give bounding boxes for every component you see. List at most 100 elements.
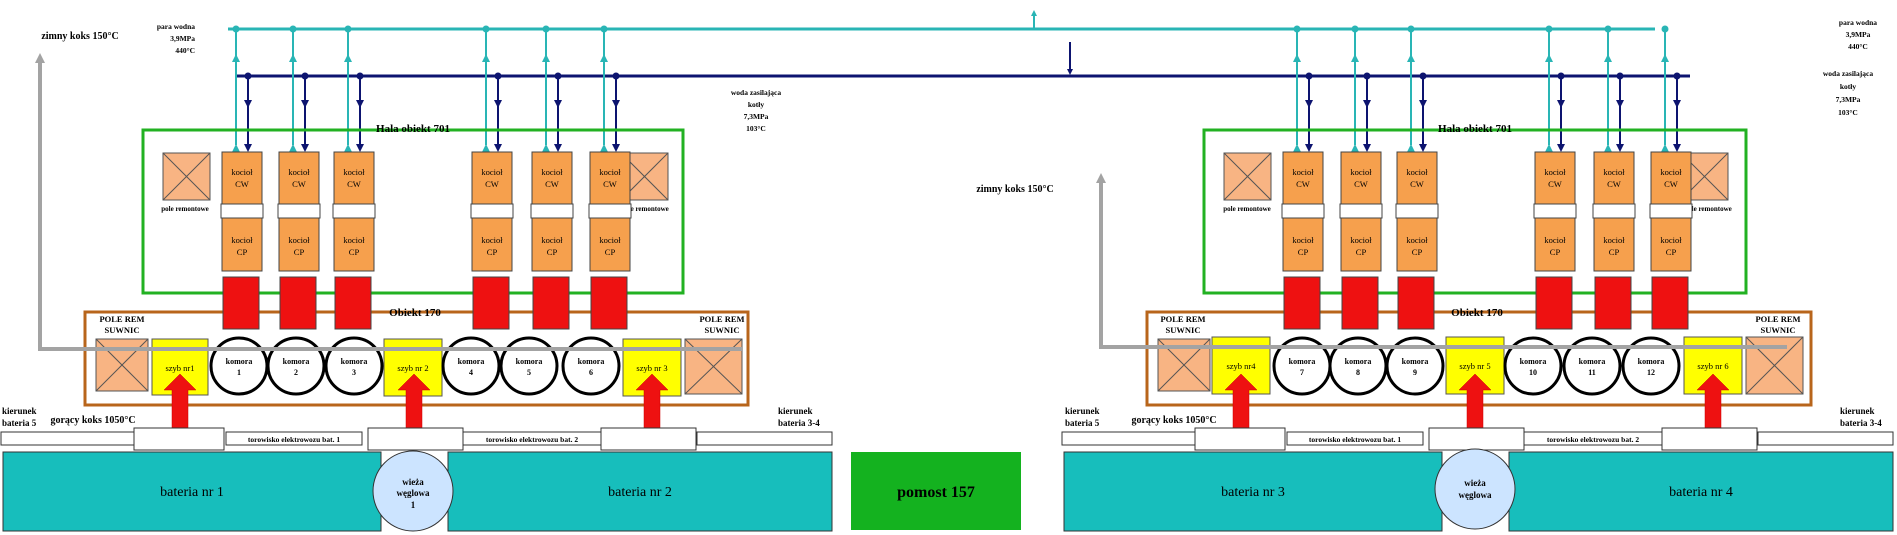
arrow-down-icon xyxy=(244,144,252,152)
boiler-separator xyxy=(1649,203,1693,219)
feedwater-junction xyxy=(301,72,309,80)
arrow-up-icon xyxy=(1545,54,1553,62)
direction-bat5-left-line1: kierunek xyxy=(2,406,37,416)
coal-tower-1-line2: węglowa xyxy=(397,488,430,498)
repair-field-label: pole remontowe xyxy=(621,205,669,213)
chamber-number: 4 xyxy=(469,368,473,377)
boiler-cw-line2: CW xyxy=(235,179,249,189)
object-170-label-left: Obiekt 170 xyxy=(389,307,441,319)
direction-bat5-left-line2: bateria 5 xyxy=(2,418,37,428)
hall-701-right xyxy=(1202,128,1748,295)
arrow-down-icon xyxy=(1419,144,1427,152)
direction-bat34-right-line1: kierunek xyxy=(1840,406,1875,416)
coal-tower-1-line1: wieża xyxy=(402,477,424,487)
boiler-cp-line1: kocioł xyxy=(1544,235,1566,245)
red-unit xyxy=(279,276,317,330)
chamber-word: komora xyxy=(283,357,310,366)
steam-label-right-line2: 3,9MPa xyxy=(1846,30,1871,39)
boiler-cw xyxy=(471,151,513,205)
water-label-left-line4: 103°C xyxy=(746,124,766,133)
boiler-cp-line1: kocioł xyxy=(541,235,563,245)
boiler-cw-line2: CW xyxy=(1607,179,1621,189)
hall-701-label-left: Hala obiekt 701 xyxy=(376,123,450,135)
chamber-word: komora xyxy=(1345,357,1372,366)
steam-junction xyxy=(1293,25,1301,33)
red-unit xyxy=(1535,276,1573,330)
feedwater-junction xyxy=(554,72,562,80)
red-unit xyxy=(1651,276,1689,330)
boiler-cp-line2: CP xyxy=(1666,247,1677,257)
chamber-word: komora xyxy=(578,357,605,366)
arrow-down-icon xyxy=(1673,100,1681,108)
boiler-cp-line2: CP xyxy=(605,247,616,257)
boiler-cp xyxy=(1593,217,1635,272)
chambers-right: komora7komora8komora9komora10komora11kom… xyxy=(1272,336,1681,396)
boiler-cw-line1: kocioł xyxy=(288,167,310,177)
feedwater-junction xyxy=(1305,72,1313,80)
arrow-up-icon xyxy=(289,54,297,62)
chamber-circle xyxy=(1621,336,1681,396)
red-units-left xyxy=(222,276,628,330)
crane-repair-label-line2: SUWNIC xyxy=(705,325,740,335)
repair-field-label: pole remontowe xyxy=(1223,205,1271,213)
chamber-number: 11 xyxy=(1588,368,1596,377)
steam-junction xyxy=(482,25,490,33)
chamber-circle xyxy=(499,336,559,396)
steam-label-left-line2: 3,9MPa xyxy=(170,34,195,43)
coal-tower-2 xyxy=(1434,448,1516,530)
arrow-up-icon xyxy=(482,54,490,62)
chamber-number: 12 xyxy=(1647,368,1655,377)
chamber-number: 6 xyxy=(589,368,593,377)
boiler-cp-line1: kocioł xyxy=(1406,235,1428,245)
boiler-cp xyxy=(1534,217,1576,272)
track-rail xyxy=(1757,431,1894,446)
arrow-down-icon xyxy=(1363,100,1371,108)
plant-left: Hala obiekt 701 Obiekt 170 pole remontow… xyxy=(0,31,833,532)
plant-right: Hala obiekt 701 Obiekt 170 pole remontow… xyxy=(976,123,1894,532)
boilers-right: kociołCWkociołCPkociołCWkociołCPkociołCW… xyxy=(1281,151,1693,272)
feedwater-junction xyxy=(612,72,620,80)
boiler-cp-line2: CP xyxy=(237,247,248,257)
battery-2 xyxy=(447,451,833,532)
feedwater-junction xyxy=(1616,72,1624,80)
steam-junction xyxy=(600,25,608,33)
boiler-separator xyxy=(1395,203,1439,219)
boiler-cp xyxy=(1396,217,1438,272)
arrow-up-icon xyxy=(1604,144,1612,152)
boiler-cp xyxy=(278,217,320,272)
boiler-cw-line1: kocioł xyxy=(1660,167,1682,177)
track-rail xyxy=(1061,431,1196,446)
platform-157-label: pomost 157 xyxy=(897,484,975,501)
boiler-cp-line2: CP xyxy=(294,247,305,257)
battery-4 xyxy=(1508,451,1894,532)
track-bat1-label: torowisko elektrowozu bat. 1 xyxy=(248,435,340,444)
crossed-box-icon xyxy=(162,152,211,201)
boiler-separator xyxy=(277,203,321,219)
boiler-cw xyxy=(1340,151,1382,205)
track-rail xyxy=(0,431,135,446)
crane-repair-label-line1: POLE REM xyxy=(1160,314,1205,324)
direction-bat34-right-line2: bateria 3-4 xyxy=(1840,418,1882,428)
boiler-cp-line2: CP xyxy=(1412,247,1423,257)
boiler-cp xyxy=(1282,217,1324,272)
boilers-left: kociołCWkociołCPkociołCWkociołCPkociołCW… xyxy=(220,151,632,272)
red-unit xyxy=(590,276,628,330)
chamber-circle xyxy=(324,336,384,396)
steam-label-right-line1: para wodna xyxy=(1839,18,1877,27)
boiler-cp-line2: CP xyxy=(547,247,558,257)
arrow-down-icon xyxy=(1419,100,1427,108)
hall-701-left xyxy=(141,128,685,295)
boiler-cw-line1: kocioł xyxy=(1544,167,1566,177)
boiler-cp xyxy=(221,217,263,272)
chamber-word: komora xyxy=(226,357,253,366)
crane-repair-label-line2: SUWNIC xyxy=(105,325,140,335)
arrow-up-icon xyxy=(542,54,550,62)
boiler-cw xyxy=(1650,151,1692,205)
boiler-cp-line1: kocioł xyxy=(1350,235,1372,245)
arrow-down-icon xyxy=(244,100,252,108)
water-label-left-line2: kotły xyxy=(748,100,765,109)
chamber-circle xyxy=(266,336,326,396)
crane-repair-label-line2: SUWNIC xyxy=(1166,325,1201,335)
platform-157 xyxy=(851,452,1021,530)
